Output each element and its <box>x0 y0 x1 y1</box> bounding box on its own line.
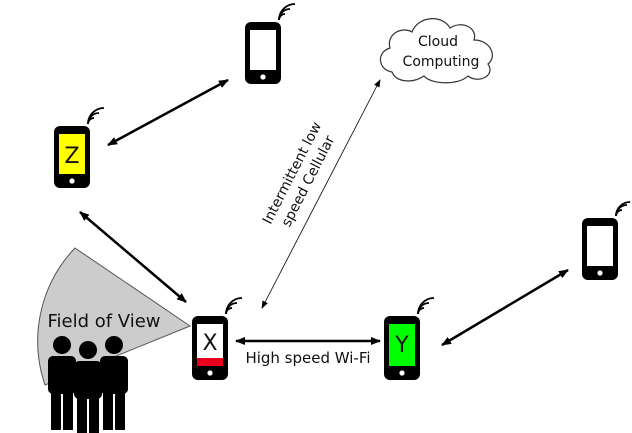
people-group-icon <box>48 336 128 433</box>
field-of-view-wedge <box>37 247 192 386</box>
phone-z-letter: Z <box>64 144 79 169</box>
cloud-label-line2: Computing <box>403 54 480 70</box>
phone-right-icon <box>582 201 631 280</box>
phone-x-red-bar <box>197 358 223 366</box>
wifi-label: High speed Wi-Fi <box>245 349 370 367</box>
phone-y-icon <box>384 297 435 380</box>
link-x-cloud-cellular <box>261 79 381 309</box>
phone-x-icon <box>192 297 243 380</box>
cloud-label-line1: Cloud <box>418 34 458 50</box>
link-y-right-phone <box>441 268 569 347</box>
cloud-icon <box>379 18 493 84</box>
field-of-view-label: Field of View <box>47 311 160 332</box>
phone-z-icon <box>54 107 105 188</box>
phone-y-letter: Y <box>394 333 409 358</box>
link-top-phone-z <box>107 78 229 147</box>
phone-top-icon <box>245 3 296 84</box>
phone-x-letter: X <box>202 331 217 356</box>
link-z-x <box>79 211 187 303</box>
